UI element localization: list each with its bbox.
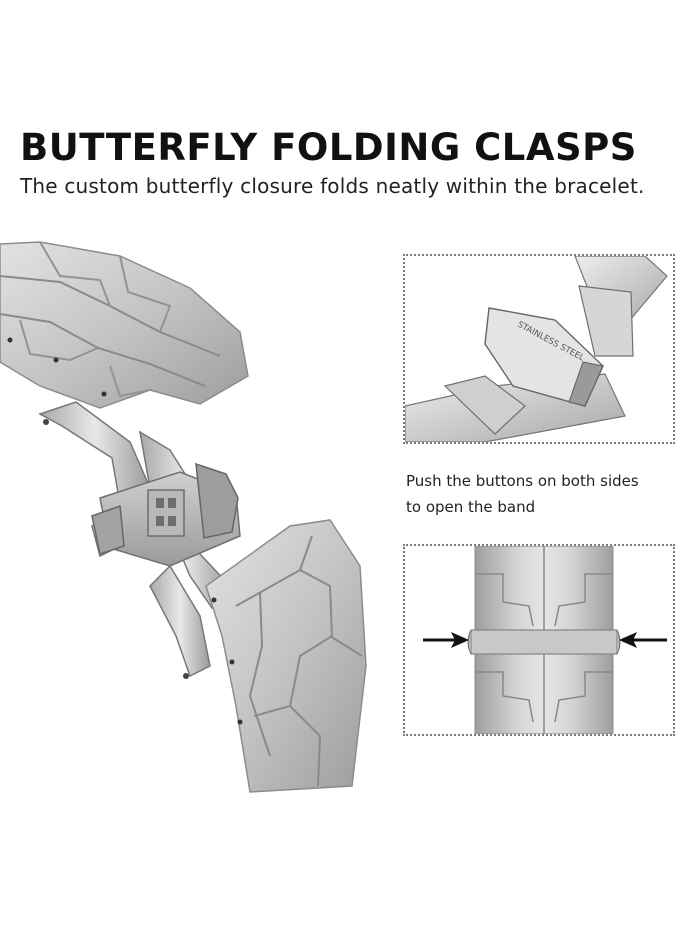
page-subtitle: The custom butterfly closure folds neatl…: [20, 174, 645, 198]
arrow-left-icon: [619, 632, 667, 648]
instruction-line-2: to open the band: [406, 498, 536, 516]
arrow-right-icon: [423, 632, 469, 648]
push-buttons-detail-panel: [403, 544, 675, 736]
clasp-closeup-image: STAINLESS STEEL: [405, 256, 668, 442]
instruction-caption: Push the buttons on both sides to open t…: [406, 468, 676, 520]
band-closeup-image: [423, 546, 667, 734]
lower-band: [205, 519, 367, 793]
upper-band: [0, 241, 249, 409]
bracelet-clasp-illustration: [0, 241, 367, 793]
page-title: BUTTERFLY FOLDING CLASPS: [20, 126, 637, 169]
butterfly-clasp: [38, 401, 241, 679]
instruction-line-1: Push the buttons on both sides: [406, 472, 639, 490]
clasp-detail-panel: STAINLESS STEEL: [403, 254, 675, 444]
